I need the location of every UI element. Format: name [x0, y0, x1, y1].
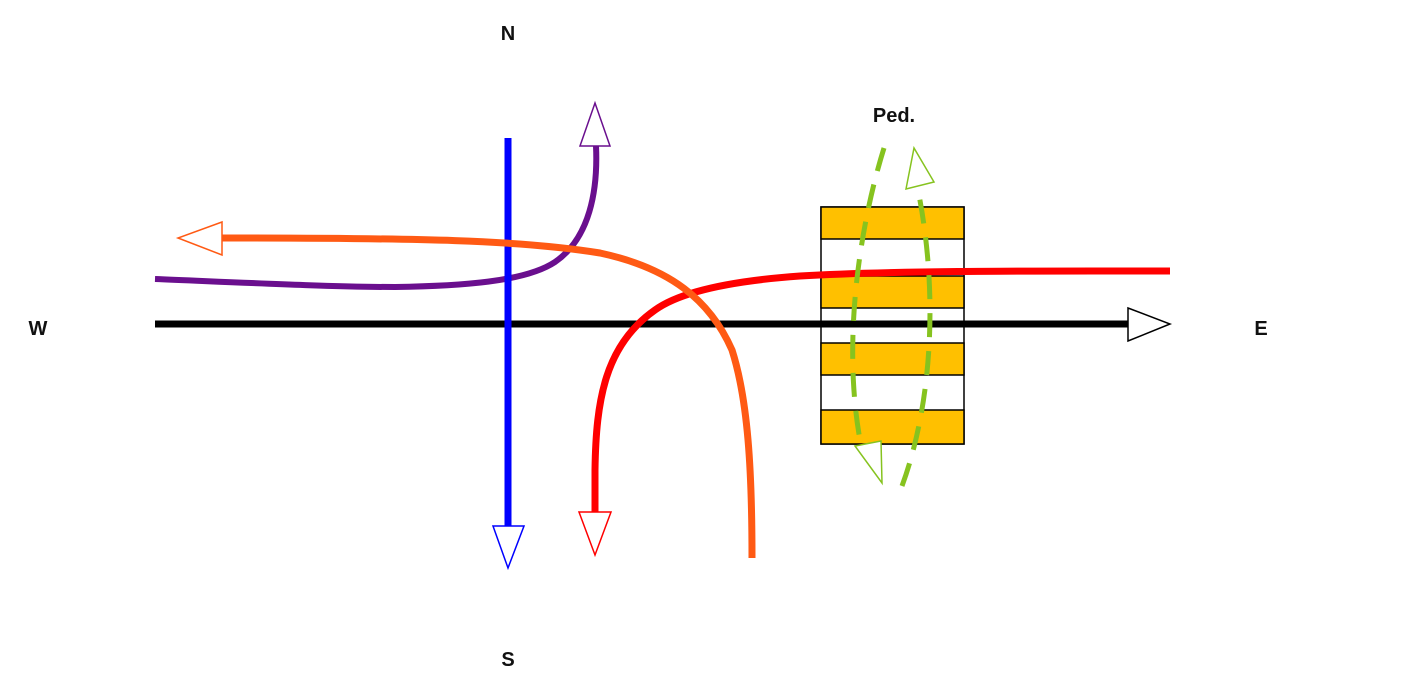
- crosswalk-stripe: [820, 206, 965, 240]
- crosswalk-stripe: [820, 342, 965, 376]
- east-arrowhead-icon: [1127, 306, 1173, 343]
- right-turn-south-west-line: [219, 234, 756, 559]
- through-west-east-movement: [155, 306, 1173, 343]
- south-label: S: [501, 649, 514, 671]
- north-label: N: [501, 23, 515, 45]
- pedestrian-crossing-movement: [850, 145, 936, 487]
- north-arrowhead-icon: [578, 100, 612, 147]
- west-arrowhead-icon: [175, 220, 223, 257]
- left-turn-west-north-movement: [154, 100, 612, 291]
- left-turn-east-south-movement: [577, 267, 1171, 558]
- pedestrian-north-arrowhead-icon: [905, 145, 936, 191]
- right-turn-south-west-movement: [175, 220, 756, 559]
- south-arrowhead-icon: [491, 525, 526, 571]
- south-arrowhead-icon: [577, 511, 613, 558]
- left-turn-east-south-line: [591, 267, 1171, 512]
- pedestrian-south-arrowhead-icon: [853, 440, 883, 486]
- through-north-south-movement: [491, 138, 526, 571]
- east-label: E: [1254, 318, 1267, 340]
- west-label: W: [29, 318, 48, 340]
- left-turn-west-north-line: [154, 145, 600, 291]
- pedestrian-label: Ped.: [873, 105, 915, 127]
- crosswalk-stripe: [820, 409, 965, 445]
- crosswalk-stripe: [820, 275, 965, 309]
